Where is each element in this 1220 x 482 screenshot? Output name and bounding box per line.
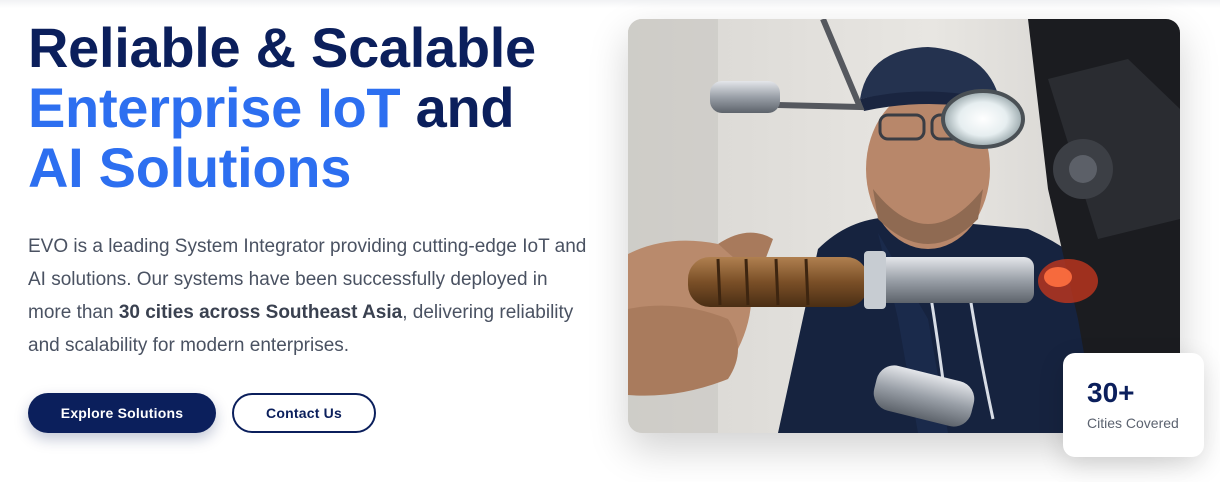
hero-title: Reliable & Scalable Enterprise IoT and A… [28,18,536,198]
technician-photo-illustration [628,19,1180,433]
title-line-2-rest: and [415,76,515,139]
explore-solutions-button[interactable]: Explore Solutions [28,393,216,433]
title-highlight: Enterprise IoT [28,76,401,139]
hero-description: EVO is a leading System Integrator provi… [28,230,588,362]
description-part-2: , delivering reliability and scalability… [28,302,574,356]
contact-us-button[interactable]: Contact Us [232,393,376,433]
cities-stat-card: 30+ Cities Covered [1063,353,1204,457]
title-line-1: Reliable & Scalable [28,16,536,79]
description-part-1: EVO is a leading System Integrator provi… [28,236,587,323]
description-bold: 30 cities across Southeast Asia [118,302,403,323]
stat-label: Cities Covered [1087,415,1179,431]
stat-value: 30+ [1087,377,1135,408]
title-line-3: AI Solutions [28,136,352,199]
top-fade [0,0,1220,8]
